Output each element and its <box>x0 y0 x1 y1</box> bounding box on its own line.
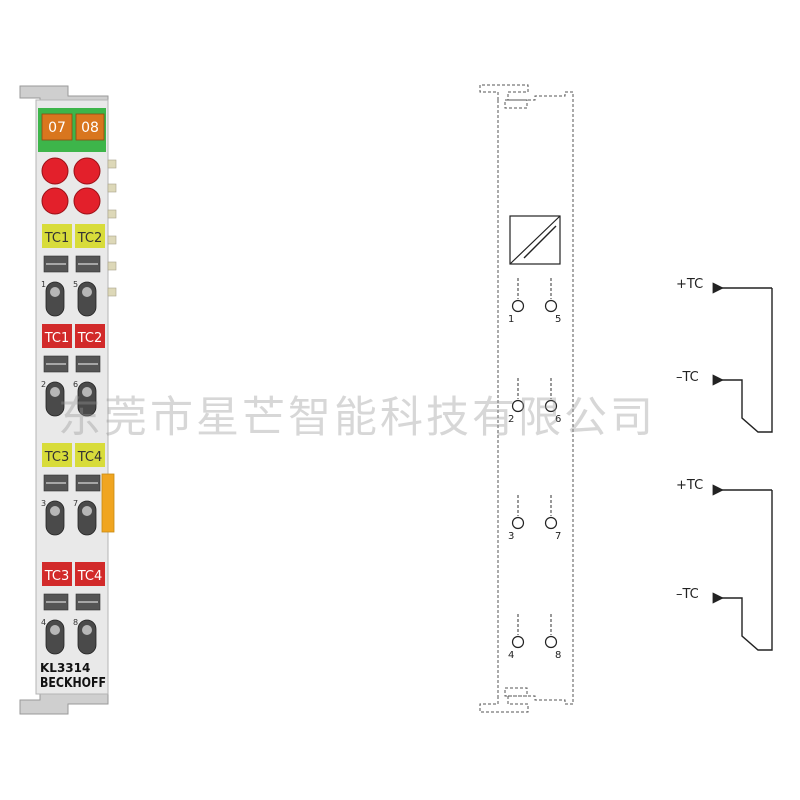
status-led <box>73 187 101 215</box>
contact-number: 1 <box>508 314 514 325</box>
contact-point <box>544 399 558 413</box>
status-led <box>41 157 69 185</box>
tc-minus-label: –TC <box>676 370 699 385</box>
channel-label-08-text: 08 <box>81 120 99 136</box>
tc-plus-label: +TC <box>676 277 703 292</box>
contact-number: 2 <box>508 414 514 425</box>
module-terminal-number: 7 <box>73 499 78 508</box>
channel-label-07-text: 07 <box>48 120 66 136</box>
contact-point <box>511 635 525 649</box>
side-connector-bar <box>101 473 115 533</box>
group-label-plate <box>42 443 72 467</box>
status-led <box>41 187 69 215</box>
group-label-tc4: TC4 <box>77 569 103 584</box>
module-terminal-number: 4 <box>41 618 46 627</box>
tc-plus-label: +TC <box>676 478 703 493</box>
group-label-tc1: TC1 <box>44 331 70 346</box>
contact-point <box>511 299 525 313</box>
group-label-plate <box>75 224 105 248</box>
brand-logo: BECKHOFF <box>40 676 106 691</box>
contact-number: 6 <box>555 414 561 425</box>
model-label: KL3314 <box>40 661 90 675</box>
group-label-plate <box>42 224 72 248</box>
status-led <box>73 157 101 185</box>
group-label-tc1: TC1 <box>44 231 70 246</box>
thermocouple-wiring <box>712 282 773 651</box>
terminal-schematic <box>479 84 574 713</box>
contact-point <box>544 635 558 649</box>
contact-number: 4 <box>508 650 514 661</box>
group-label-tc2: TC2 <box>77 231 103 246</box>
signal-converter-icon <box>509 215 561 265</box>
contact-point <box>511 516 525 530</box>
module-terminal-number: 5 <box>73 280 78 289</box>
contact-point <box>544 299 558 313</box>
channel-label-08 <box>75 113 105 141</box>
contact-number: 5 <box>555 314 561 325</box>
module-terminal-number: 1 <box>41 280 46 289</box>
group-label-tc4: TC4 <box>77 450 103 465</box>
contact-number: 8 <box>555 650 561 661</box>
contact-number: 7 <box>555 531 561 542</box>
group-label-plate <box>42 562 72 586</box>
module-terminal-number: 2 <box>41 380 46 389</box>
group-label-plate <box>75 562 105 586</box>
contact-point <box>544 516 558 530</box>
module-terminal-number: 3 <box>41 499 46 508</box>
contact-point <box>511 399 525 413</box>
watermark-text: 东莞市星芒智能科技有限公司 <box>58 393 656 443</box>
channel-label-07 <box>41 113 73 141</box>
module-terminal-number: 8 <box>73 618 78 627</box>
group-label-tc3: TC3 <box>44 450 70 465</box>
group-label-plate <box>75 443 105 467</box>
module-terminal-number: 6 <box>73 380 78 389</box>
group-label-tc3: TC3 <box>44 569 70 584</box>
tc-minus-label: –TC <box>676 587 699 602</box>
group-label-plate <box>42 324 72 348</box>
terminal-module: 07 08 TC1 TC2 TC1 TC2 TC3 TC4 TC3 TC <box>19 85 117 715</box>
status-leds <box>41 157 101 215</box>
group-label-tc2: TC2 <box>77 331 103 346</box>
schematic-contacts: 1 5 2 6 3 7 4 8 <box>508 278 561 661</box>
group-label-plate <box>75 324 105 348</box>
contact-number: 3 <box>508 531 514 542</box>
